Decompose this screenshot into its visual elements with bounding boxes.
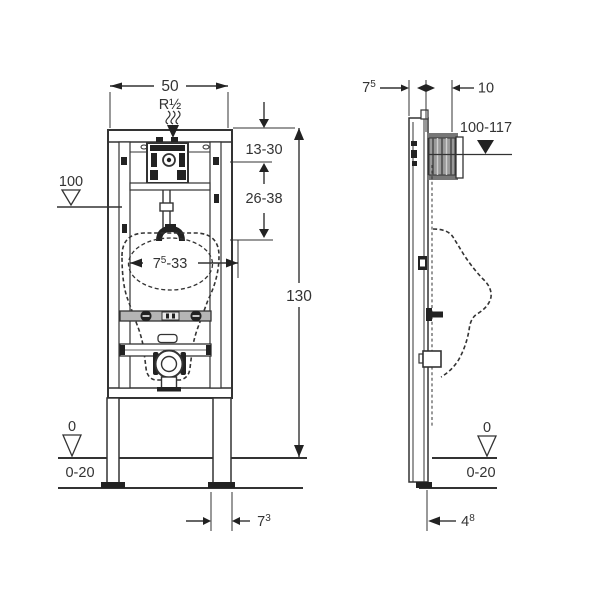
zero-label: 0: [483, 420, 491, 436]
rail-side-profile: [408, 109, 432, 488]
floor-lines-front: [58, 457, 307, 489]
dimension-width: 50: [109, 78, 229, 128]
foot-offset-label: 48: [461, 513, 475, 530]
level-triangle-open-icon: [62, 434, 82, 458]
urinal-front-outline: [121, 232, 220, 381]
front-view: 75-33: [57, 78, 312, 531]
foot: [416, 482, 432, 488]
zero-label: 0: [68, 419, 76, 435]
shared-arrow-diamond-icon: [417, 84, 435, 92]
urinal-side-outline: [432, 228, 492, 378]
level-marker-outlet: 100-117: [460, 120, 512, 154]
outlet-box-side: [418, 350, 442, 368]
frame-legs: [101, 397, 235, 488]
depth-label: 75: [362, 79, 376, 96]
supply-thread-label: R½: [159, 97, 182, 113]
level-100-label: 100: [59, 174, 83, 190]
dimension-depth: 75 10: [362, 79, 494, 132]
dimension-foot: 73: [186, 492, 271, 531]
inner-range-label: 75-33: [153, 255, 188, 272]
handle: [157, 333, 178, 344]
urinal-rim-outline: [127, 237, 214, 291]
offset-label: 10: [478, 81, 494, 97]
side-view: 100-117 75 10: [362, 79, 512, 531]
foot: [208, 482, 235, 488]
mounting-crossbar: [119, 310, 212, 322]
level-triangle-filled-icon: [477, 140, 494, 154]
screw-icon: [202, 144, 210, 150]
flush-pipe: [129, 182, 211, 242]
floor-range-label: 0-20: [466, 465, 495, 481]
level-marker-zero-front: 0 0-20: [62, 419, 95, 481]
valve-range-label: 13-30: [245, 142, 282, 158]
drain-socket: [153, 349, 186, 392]
foot-dim-label: 73: [257, 513, 271, 530]
height-label: 130: [286, 288, 312, 305]
dimension-valve-range: 13-30: [230, 102, 295, 163]
level-marker-zero-side: 0 0-20: [466, 420, 498, 481]
dimension-height: 130: [286, 128, 312, 457]
mounting-bracket-side: [418, 256, 427, 270]
rail-clips: [121, 157, 219, 233]
level-triangle-open-icon: [60, 189, 82, 207]
width-label: 50: [161, 78, 179, 95]
dimension-inner-range: 75-33: [129, 240, 239, 278]
water-supply-arrow-icon: [165, 110, 181, 138]
dimension-flushpipe-range: 26-38: [230, 163, 283, 241]
level-triangle-open-icon: [476, 435, 498, 458]
flushpipe-range-label: 26-38: [245, 191, 282, 207]
level-marker-100: 100: [57, 174, 122, 208]
foot: [101, 482, 125, 488]
fixing-bolt-side: [426, 308, 443, 321]
flush-valve-box: [146, 137, 189, 184]
urinal-connector: [156, 225, 185, 242]
dimension-foot-offset: 48: [426, 490, 475, 531]
flush-housing-block: [427, 133, 512, 180]
floor-range-label: 0-20: [65, 465, 94, 481]
outlet-level-label: 100-117: [460, 120, 512, 136]
right-rail: [209, 141, 222, 389]
